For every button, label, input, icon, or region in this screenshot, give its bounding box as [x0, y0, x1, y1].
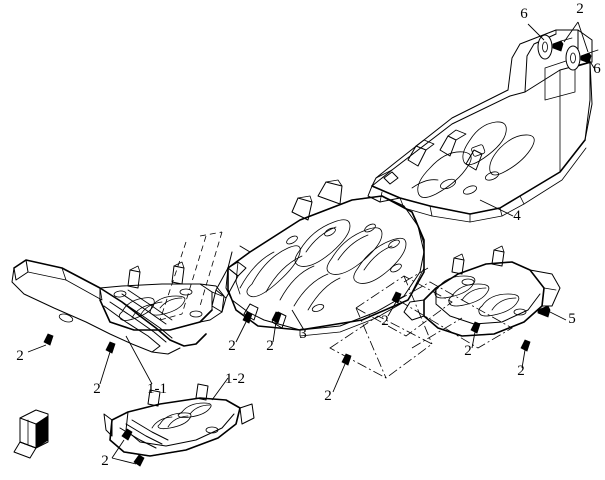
callout-label: 1-2 [225, 371, 245, 387]
callout-label: 2 [324, 388, 332, 404]
callout-label: 1-1 [147, 381, 167, 397]
callout-label: 2 [93, 381, 101, 397]
assembly-construction-lines [159, 231, 513, 379]
part-front-skid-plate-lower [103, 383, 255, 457]
part-small-bracket [13, 409, 49, 459]
callout-label: 2 [517, 363, 525, 379]
callout-label: 6 [520, 6, 528, 22]
callout-label: 4 [513, 208, 521, 224]
callout-label: 2 [381, 313, 389, 329]
callout-label: 2 [16, 348, 24, 364]
callout-label: 5 [568, 311, 576, 327]
fastener-group-rear [537, 34, 599, 71]
callout-labels: 6 2 6 4 5 2 2 1-1 2 2 3 2 2 2 1-2 2 2 [16, 1, 601, 469]
callout-label: 2 [464, 343, 472, 359]
part-rear-skid-plate [367, 29, 593, 223]
part-center-skid-plate [211, 179, 425, 337]
callout-label: 2 [101, 453, 109, 469]
callout-label: 2 [576, 1, 584, 17]
callout-leader-lines [27, 21, 595, 465]
part-right-side-skid-plate [403, 245, 561, 337]
callout-label: 2 [266, 338, 274, 354]
part-front-skid-plate-upper [11, 259, 225, 355]
fastener-group-bolts [43, 291, 531, 467]
callout-label: 2 [228, 338, 236, 354]
callout-label: 3 [299, 326, 307, 342]
callout-label: 6 [593, 61, 601, 77]
